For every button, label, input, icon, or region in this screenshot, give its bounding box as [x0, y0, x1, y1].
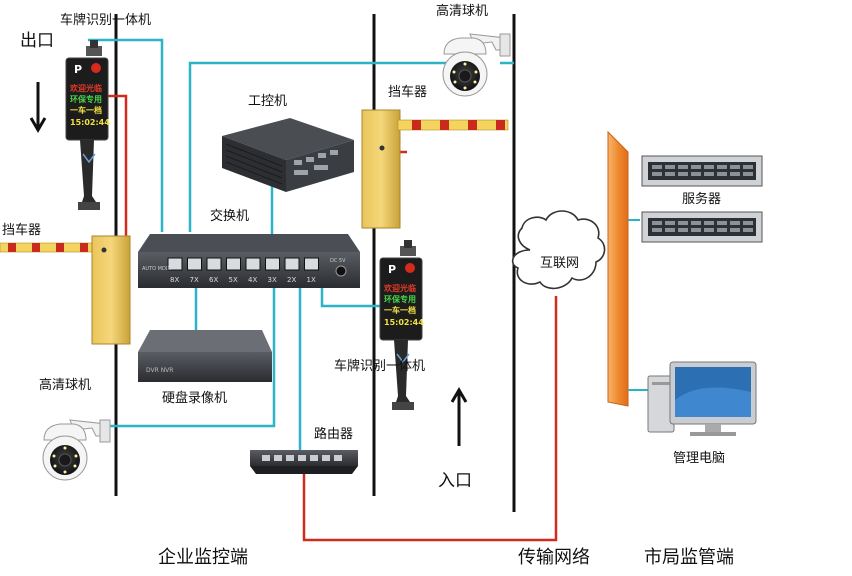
hd-camera-left-label: 高清球机	[39, 378, 92, 393]
hd-dome-camera-top-icon	[442, 33, 511, 97]
switch-icon: 8X 7X 6X 5X 4X 3X 2X 1X AUTO MDIX DC 5V	[138, 234, 360, 288]
barrier-gate-left-icon	[0, 235, 131, 345]
exit-down-arrow-icon	[29, 82, 47, 133]
hd-camera-top-label: 高清球机	[436, 4, 489, 19]
switch-port	[167, 257, 183, 271]
lpr-display-p-letter: P	[74, 63, 82, 76]
industrial-pc-icon	[222, 118, 354, 192]
internet-label: 互联网	[540, 256, 580, 271]
lpr-display-line2: 环保专用	[70, 94, 102, 104]
nvr-brand-text: DVR NVR	[146, 367, 173, 374]
lpr-display-line1: 欢迎光临	[69, 83, 102, 93]
barrier-gate-right-icon	[361, 109, 509, 229]
switch-port	[187, 257, 202, 271]
lpr-display-p-letter: P	[388, 263, 396, 276]
switch-port	[206, 257, 222, 271]
barrier-left-label: 挡车器	[2, 223, 42, 238]
switch-port	[304, 257, 319, 271]
switch-label: 交换机	[210, 209, 250, 224]
lpr-display-line3: 一车一档	[384, 305, 416, 315]
entrance-label: 入口	[438, 471, 472, 491]
switch-port-label: 7X	[190, 276, 199, 284]
exit-label: 出口	[20, 31, 54, 51]
nvr-icon: DVR NVR	[138, 330, 272, 382]
server-icon	[641, 155, 763, 243]
lpr-mid-label: 车牌识别一体机	[334, 359, 426, 374]
switch-port-label: 5X	[229, 276, 238, 284]
firewall-icon	[607, 130, 629, 407]
ipc-label: 工控机	[248, 94, 288, 109]
blue-cables	[88, 38, 514, 456]
lpr-display-line4: 15:02:44	[384, 318, 424, 327]
entrance-up-arrow-icon	[450, 387, 468, 446]
switch-port-label: 3X	[268, 276, 277, 284]
switch-port-label: 1X	[307, 276, 316, 284]
router-label: 路由器	[314, 427, 354, 442]
hd-dome-camera-left-icon	[42, 419, 111, 481]
switch-port-label: 4X	[248, 276, 257, 284]
lpr-display-line4: 15:02:44	[70, 118, 110, 127]
nvr-label: 硬盘录像机	[162, 391, 228, 406]
switch-port-label: 8X	[170, 276, 179, 284]
lpr-display-line1: 欢迎光临	[383, 283, 416, 293]
switch-port	[226, 257, 241, 271]
server-label: 服务器	[682, 192, 722, 207]
lpr-display-line2: 环保专用	[384, 294, 416, 304]
zone-enterprise-label: 企业监控端	[158, 547, 248, 568]
switch-port	[245, 257, 261, 271]
switch-port-label: 2X	[287, 276, 296, 284]
lpr-top-label: 车牌识别一体机	[60, 13, 152, 28]
switch-port	[265, 257, 280, 271]
switch-port-label: 6X	[209, 276, 218, 284]
switch-auto-text: AUTO MDIX	[142, 266, 171, 272]
management-pc-icon	[647, 361, 757, 436]
mgmt-pc-label: 管理电脑	[673, 451, 726, 466]
internet-cloud-icon	[511, 210, 606, 290]
switch-port	[284, 257, 300, 271]
lpr-display-line3: 一车一档	[70, 105, 102, 115]
zone-network-label: 传输网络	[518, 547, 590, 568]
zone-city-label: 市局监管端	[644, 547, 734, 568]
barrier-right-label: 挡车器	[388, 85, 428, 100]
router-icon	[250, 450, 358, 474]
switch-dc-text: DC 5V	[330, 258, 346, 264]
